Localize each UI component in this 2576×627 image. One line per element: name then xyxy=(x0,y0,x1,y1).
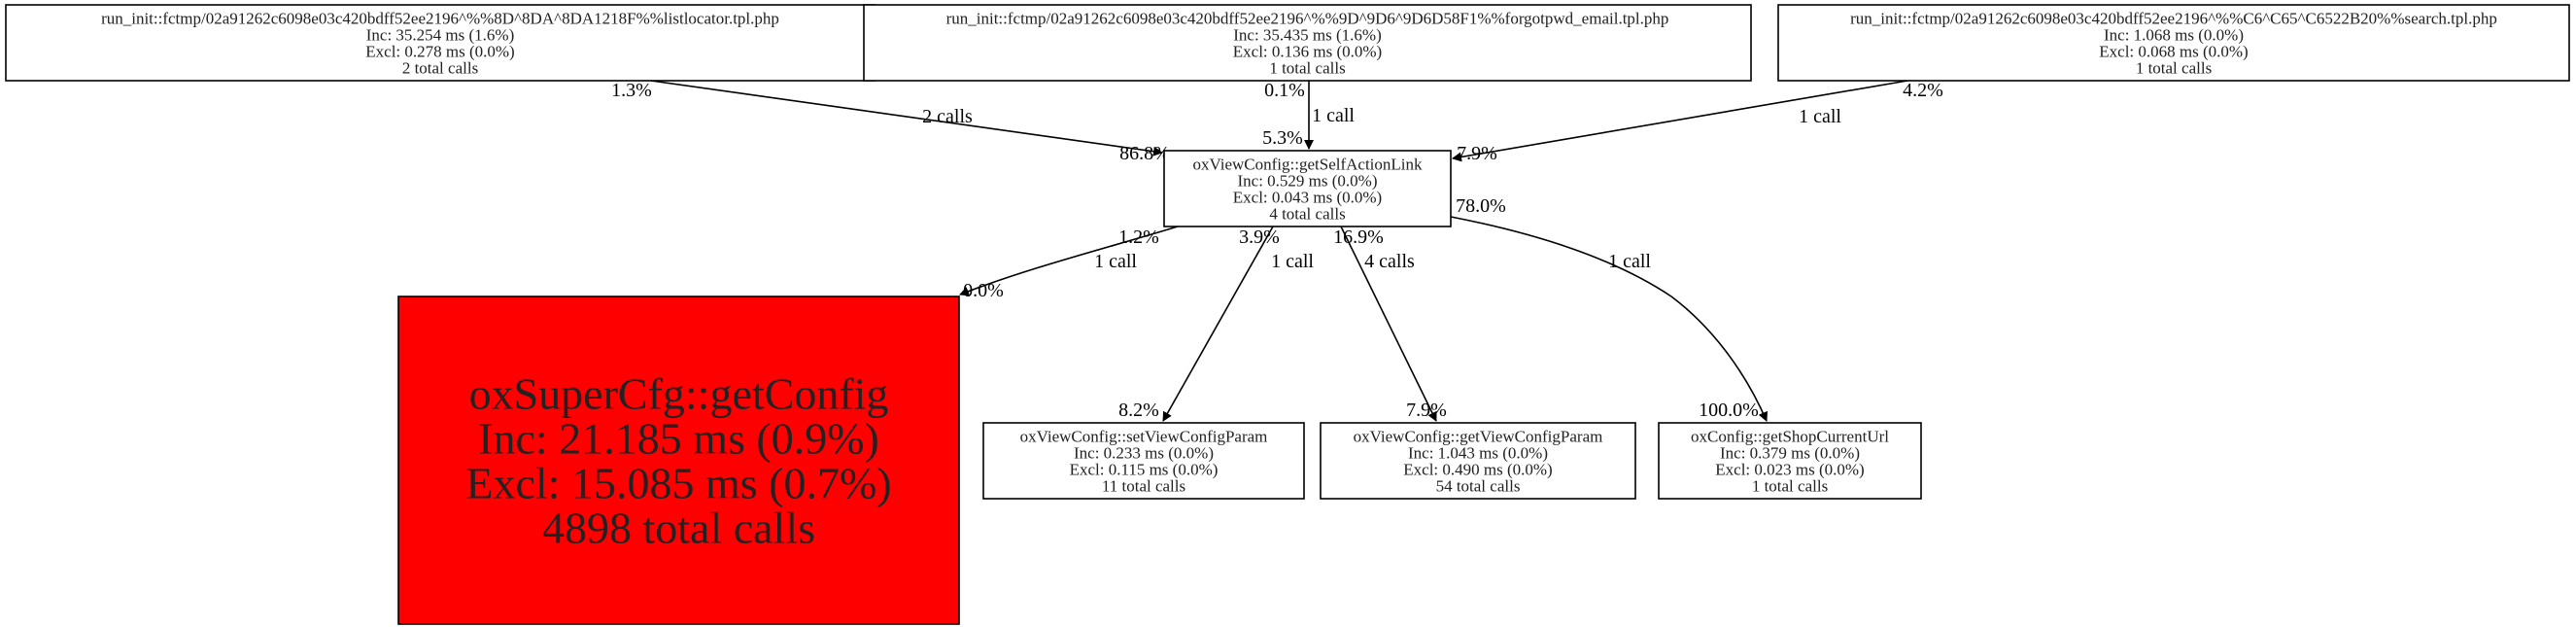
node-box xyxy=(1658,422,1922,500)
edge-call-label: 1 call xyxy=(1271,251,1314,272)
edge-getselfactionlink-to-setviewconfigparam: 1 call 3.9% 8.2% xyxy=(1118,226,1314,422)
node-title: oxViewConfig::setViewConfigParam xyxy=(1020,427,1268,445)
node-title: run_init::fctmp/02a91262c6098e03c420bdff… xyxy=(1850,9,2497,27)
edge-tail-percent: 78.0% xyxy=(1456,195,1506,217)
node-stat-line: Inc: 35.435 ms (1.6%) xyxy=(1233,25,1382,44)
node-box xyxy=(5,4,876,82)
node-stat-line: 4 total calls xyxy=(1269,204,1345,223)
node-stat-line: 11 total calls xyxy=(1102,476,1185,495)
edge-getselfactionlink-to-getviewconfigparam: 4 calls 16.9% 7.9% xyxy=(1333,226,1447,422)
edge-getselfactionlink-to-getconfig: 1 call 1.2% 0.0% xyxy=(959,226,1179,301)
node-stat-line: Excl: 0.136 ms (0.0%) xyxy=(1233,42,1382,60)
edge-call-label: 1 call xyxy=(1312,105,1355,126)
node-stat-line: Excl: 0.115 ms (0.0%) xyxy=(1070,460,1219,478)
edge-tail-percent: 3.9% xyxy=(1239,226,1280,248)
node-title: run_init::fctmp/02a91262c6098e03c420bdff… xyxy=(101,9,779,27)
node-listlocator: run_init::fctmp/02a91262c6098e03c420bdff… xyxy=(5,4,876,82)
edge-listlocator-to-getselfactionlink: 2 calls 1.3% 86.8% xyxy=(611,80,1170,164)
node-stat-line: Inc: 21.185 ms (0.9%) xyxy=(478,414,879,464)
edge-arrow xyxy=(1452,80,1908,162)
node-stat-line: 1 total calls xyxy=(1269,58,1345,77)
node-title: oxConfig::getShopCurrentUrl xyxy=(1691,427,1889,445)
node-forgotpwd: run_init::fctmp/02a91262c6098e03c420bdff… xyxy=(863,4,1752,82)
edge-call-label: 1 call xyxy=(1094,251,1137,272)
edge-tail-percent: 4.2% xyxy=(1903,80,1943,101)
node-stat-line: Inc: 0.233 ms (0.0%) xyxy=(1074,443,1214,462)
node-stat-line: Excl: 0.490 ms (0.0%) xyxy=(1403,460,1552,478)
node-stat-line: Inc: 0.529 ms (0.0%) xyxy=(1237,171,1377,190)
edge-arrow xyxy=(1340,226,1437,422)
edge-head-percent: 100.0% xyxy=(1699,400,1759,421)
node-stat-line: Excl: 0.278 ms (0.0%) xyxy=(365,42,514,60)
node-stat-line: Excl: 0.023 ms (0.0%) xyxy=(1715,460,1864,478)
node-search: run_init::fctmp/02a91262c6098e03c420bdff… xyxy=(1777,4,2570,82)
edge-tail-percent: 1.2% xyxy=(1118,226,1159,248)
edge-head-percent: 7.9% xyxy=(1457,143,1497,164)
edge-tail-percent: 0.1% xyxy=(1264,80,1305,101)
edge-arrow xyxy=(959,226,1179,296)
edge-arrow xyxy=(1162,226,1274,422)
node-stat-line: 54 total calls xyxy=(1436,476,1521,495)
node-stat-line: Inc: 1.043 ms (0.0%) xyxy=(1408,443,1548,462)
node-stat-line: Excl: 15.085 ms (0.7%) xyxy=(465,459,891,508)
edge-head-percent: 8.2% xyxy=(1118,400,1159,421)
edge-head-percent: 86.8% xyxy=(1119,143,1170,164)
node-stat-line: Inc: 1.068 ms (0.0%) xyxy=(2104,25,2244,44)
node-box xyxy=(397,296,960,625)
node-box xyxy=(982,422,1305,500)
edge-head-percent: 7.9% xyxy=(1406,400,1447,421)
edge-tail-percent: 1.3% xyxy=(611,80,652,101)
edge-tail-percent: 16.9% xyxy=(1333,226,1384,248)
node-title: oxViewConfig::getSelfActionLink xyxy=(1193,155,1423,173)
node-stat-line: 4898 total calls xyxy=(542,504,815,553)
node-stat-line: 1 total calls xyxy=(2136,58,2212,77)
node-box xyxy=(1777,4,2570,82)
edge-search-to-getselfactionlink: 1 call 4.2% 7.9% xyxy=(1452,80,1943,164)
node-stat-line: 2 total calls xyxy=(402,58,478,77)
edge-head-percent: 0.0% xyxy=(963,280,1004,301)
edge-arrow xyxy=(1450,216,1769,422)
edge-call-label: 2 calls xyxy=(922,106,973,127)
node-box xyxy=(1163,150,1452,227)
node-box xyxy=(1320,422,1636,500)
node-title: run_init::fctmp/02a91262c6098e03c420bdff… xyxy=(946,9,1669,27)
edge-arrow xyxy=(650,80,1163,157)
node-stat-line: Excl: 0.043 ms (0.0%) xyxy=(1233,188,1382,206)
node-stat-line: Inc: 35.254 ms (1.6%) xyxy=(366,25,515,44)
edge-forgotpwd-to-getselfactionlink: 1 call 0.1% 5.3% xyxy=(1262,80,1355,150)
node-stat-line: Inc: 0.379 ms (0.0%) xyxy=(1720,443,1860,462)
edge-head-percent: 5.3% xyxy=(1262,127,1303,149)
edge-call-label: 1 call xyxy=(1608,251,1651,272)
node-title: oxViewConfig::getViewConfigParam xyxy=(1354,427,1603,445)
node-stat-line: 1 total calls xyxy=(1752,476,1828,495)
edge-getselfactionlink-to-getshopcurrenturl: 1 call 78.0% 100.0% xyxy=(1450,195,1769,422)
node-box xyxy=(863,4,1752,82)
edge-call-label: 1 call xyxy=(1799,106,1841,127)
edge-call-label: 4 calls xyxy=(1364,251,1415,272)
node-stat-line: Excl: 0.068 ms (0.0%) xyxy=(2099,42,2248,60)
node-title: oxSuperCfg::getConfig xyxy=(469,369,889,419)
